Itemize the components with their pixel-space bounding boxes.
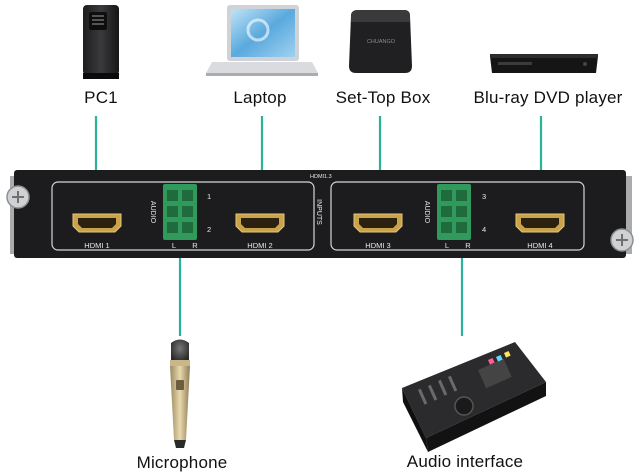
stb-brand: CHUANGO — [367, 39, 396, 45]
hdmi3-label: HDMI 3 — [365, 241, 390, 250]
set-top-box-icon: CHUANGO — [349, 10, 412, 73]
hdmi-port-icon — [235, 213, 285, 233]
laptop-label: Laptop — [233, 88, 287, 107]
microphone-label: Microphone — [136, 453, 228, 472]
pc-tower-icon — [83, 5, 119, 79]
audio-terminal-block-icon — [163, 184, 197, 240]
audio-channel-number: 1 — [207, 192, 211, 201]
hdmi-port-icon — [515, 213, 565, 233]
screw-icon — [610, 228, 634, 252]
left-channel-label: L — [445, 241, 449, 250]
left-channel-label: L — [172, 241, 176, 250]
audio-label: AUDIO — [149, 201, 156, 224]
bluray-label: Blu-ray DVD player — [473, 88, 623, 107]
audio-terminal-block-icon — [437, 184, 471, 240]
right-channel-label: R — [192, 241, 198, 250]
set-top-box-label: Set-Top Box — [335, 88, 431, 107]
audio-channel-number: 2 — [207, 225, 211, 234]
laptop-icon — [206, 5, 318, 76]
hdmi2-label: HDMI 2 — [247, 241, 272, 250]
audio-interface-icon — [402, 342, 546, 452]
hdmi-port-icon — [72, 213, 122, 233]
audio-channel-number: 3 — [482, 192, 486, 201]
audio-label: AUDIO — [423, 201, 430, 224]
hdmi-port-icon — [353, 213, 403, 233]
inputs-label: INPUTS — [315, 199, 322, 225]
audio-interface-label: Audio interface — [406, 452, 524, 471]
right-channel-label: R — [465, 241, 471, 250]
pc-label: PC1 — [84, 88, 118, 107]
bluray-player-icon — [490, 54, 598, 73]
hdmi-version-label: HDMI1.3 — [310, 174, 332, 180]
audio-channel-number: 4 — [482, 225, 486, 234]
hdmi4-label: HDMI 4 — [527, 241, 552, 250]
screw-icon — [6, 185, 30, 209]
microphone-icon — [170, 339, 190, 448]
hdmi1-label: HDMI 1 — [84, 241, 109, 250]
